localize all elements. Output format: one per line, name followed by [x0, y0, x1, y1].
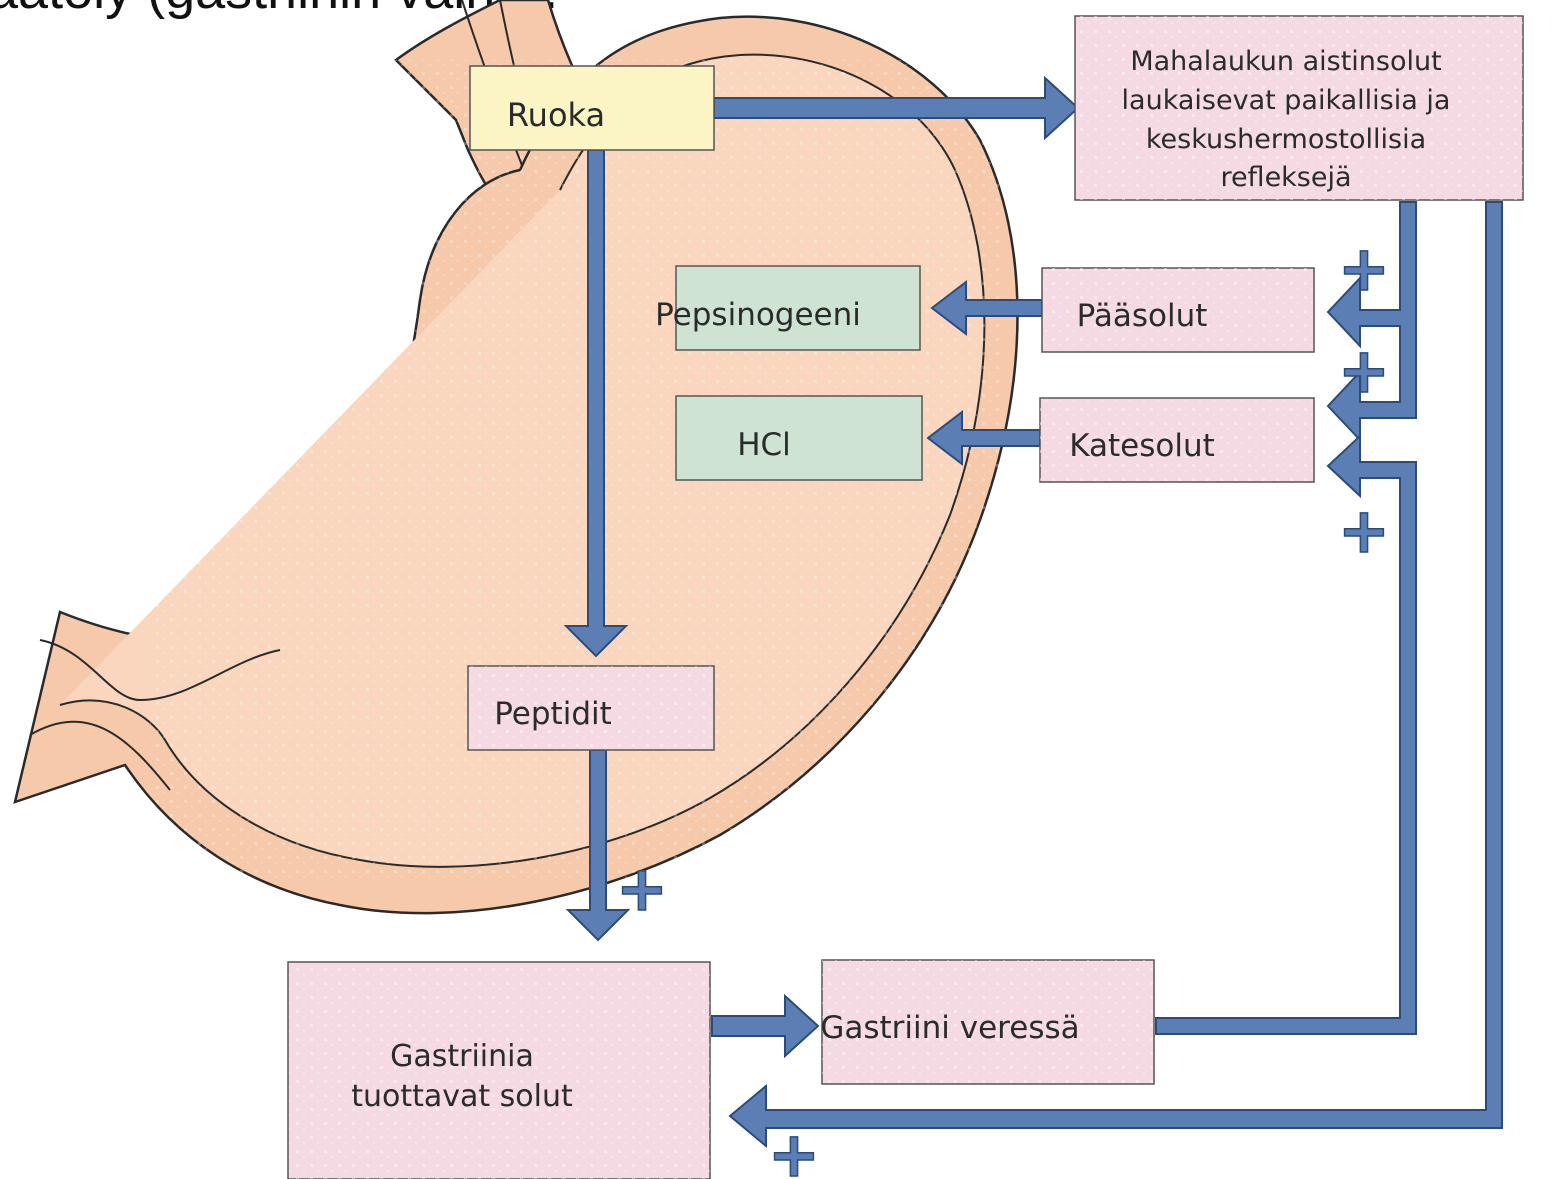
plus-sign-peptidit: +: [616, 852, 668, 925]
label-katesolut: Katesolut: [1069, 428, 1215, 464]
label-hcl: HCl: [737, 427, 791, 463]
label-sensory-line-2: laukaisevat paikallisia ja: [1122, 85, 1451, 116]
plus-sign-paasolut: +: [1338, 232, 1390, 305]
label-sensory-line-4: refleksejä: [1220, 162, 1351, 193]
label-paasolut: Pääsolut: [1077, 298, 1208, 334]
box-ruoka: Ruoka: [470, 66, 714, 150]
label-gastrin-cells-line-1: Gastriinia: [390, 1039, 534, 1074]
label-sensory-line-3: keskushermostollisia: [1146, 124, 1426, 155]
arrow-gastrin-cells-to-blood: [712, 996, 818, 1056]
plus-sign-katesolut-nervous: +: [1338, 334, 1390, 407]
label-gastrin-cells-line-2: tuottavat solut: [351, 1079, 573, 1114]
box-hcl: HCl: [676, 396, 922, 480]
label-gastrin-in-blood: Gastriini veressä: [820, 1010, 1079, 1046]
plus-sign-katesolut-gastrin: +: [1338, 494, 1390, 567]
box-katesolut: Katesolut: [1040, 398, 1314, 482]
box-paasolut: Pääsolut: [1042, 268, 1314, 352]
box-pepsinogeeni: Pepsinogeeni: [655, 266, 920, 350]
plus-sign-gastrin-cells: +: [768, 1118, 820, 1179]
box-gastrin-producing-cells: Gastriinia tuottavat solut: [288, 962, 710, 1179]
box-gastrin-in-blood: Gastriini veressä: [820, 960, 1154, 1084]
box-peptidit: Peptidit: [468, 666, 714, 750]
label-pepsinogeeni: Pepsinogeeni: [655, 297, 861, 333]
box-sensory-cells: Mahalaukun aistinsolut laukaisevat paika…: [1075, 16, 1523, 200]
label-ruoka: Ruoka: [507, 96, 605, 134]
label-sensory-line-1: Mahalaukun aistinsolut: [1130, 46, 1441, 77]
label-peptidit: Peptidit: [494, 696, 612, 732]
